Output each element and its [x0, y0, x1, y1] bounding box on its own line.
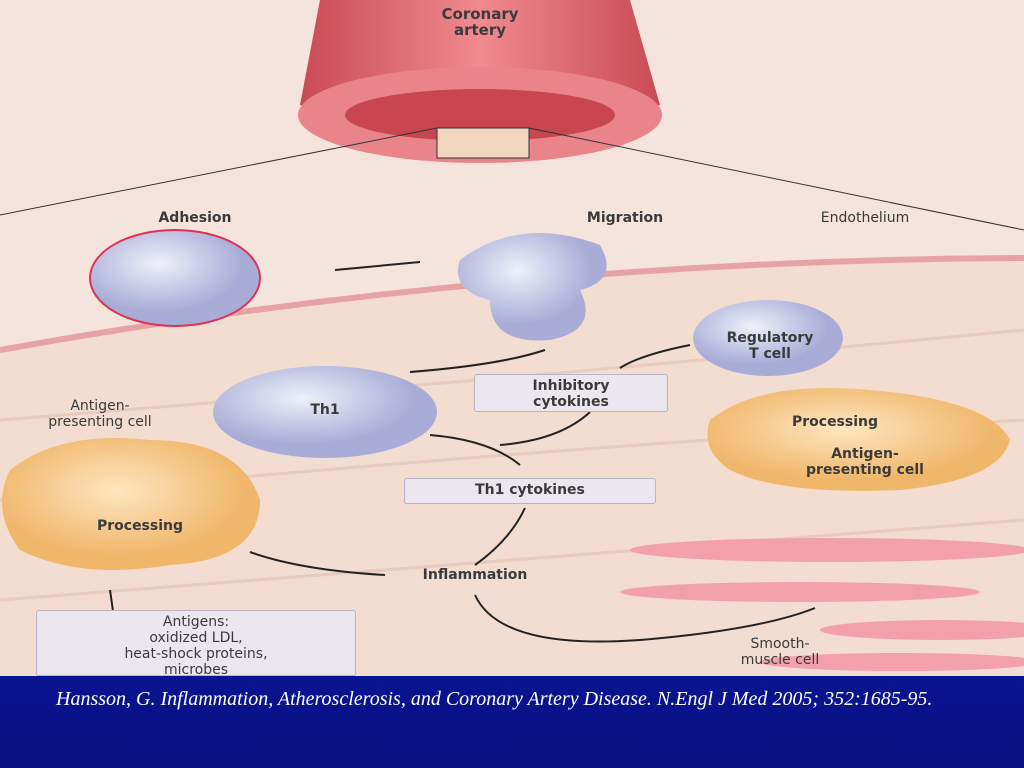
atherosclerosis-diagram [0, 0, 1024, 676]
label-adhesion: Adhesion [158, 210, 232, 226]
label-antigens: Antigens: oxidized LDL, heat-shock prote… [36, 610, 356, 678]
antigen-presenting-cell-right [707, 388, 1010, 491]
label-antigen-presenting-cell-right: Antigen- presenting cell [806, 446, 924, 478]
arrows [109, 261, 816, 661]
label-smooth-muscle-cell: Smooth- muscle cell [740, 636, 820, 668]
coronary-artery [298, 0, 662, 163]
citation-footer: Hansson, G. Inflammation, Atherosclerosi… [0, 676, 1024, 768]
label-inflammation: Inflammation [422, 567, 528, 583]
smooth-muscle-cells [620, 538, 1024, 671]
label-processing-right: Processing [791, 414, 879, 430]
label-coronary-artery: Coronary artery [441, 5, 519, 39]
label-antigen-presenting-cell-left: Antigen- presenting cell [48, 398, 152, 430]
zoom-line-left [0, 127, 438, 216]
label-regulatory-t-cell: Regulatory T cell [726, 330, 814, 362]
label-inhibitory-cytokines: Inhibitory cytokines [474, 374, 668, 412]
regulatory-t-cell [693, 300, 843, 376]
label-migration: Migration [586, 210, 664, 226]
th1-cell [213, 366, 437, 458]
antigen-presenting-cell-left [2, 438, 260, 570]
label-endothelium: Endothelium [820, 210, 910, 226]
label-processing-left: Processing [96, 518, 184, 534]
zoom-line-right [528, 127, 1024, 231]
label-th1: Th1 [310, 402, 340, 418]
adhering-leukocyte [89, 229, 261, 327]
migrating-leukocyte [458, 233, 607, 341]
label-th1-cytokines: Th1 cytokines [404, 478, 656, 504]
citation-text: Hansson, G. Inflammation, Atherosclerosi… [56, 688, 933, 710]
